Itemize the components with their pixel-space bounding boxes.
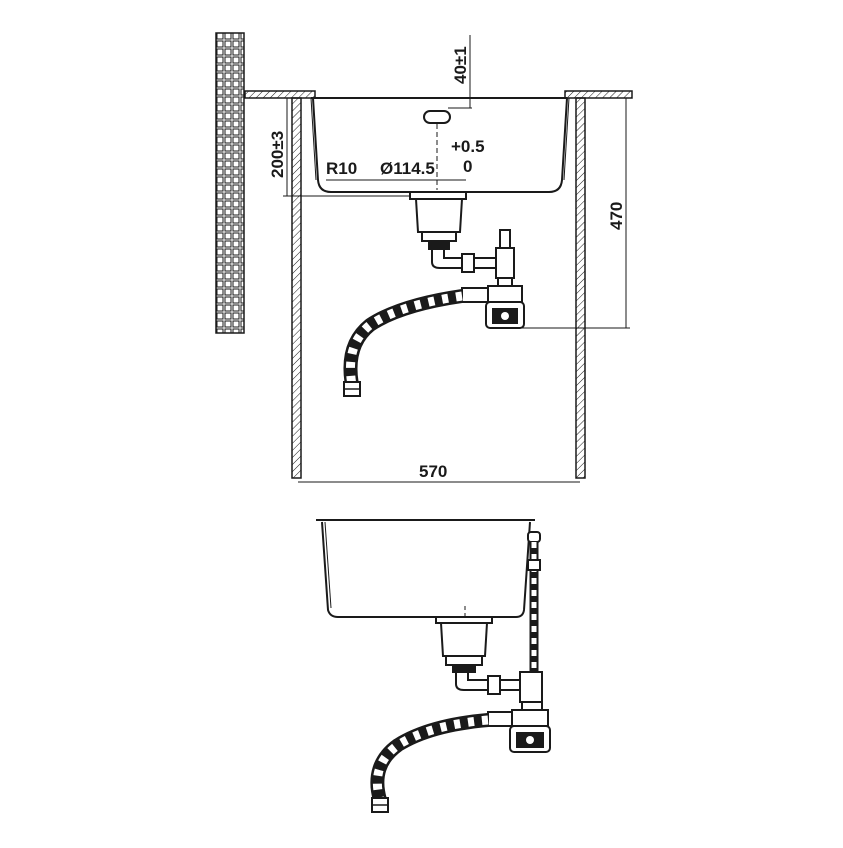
cabinet-height-label: 470 [607, 202, 626, 230]
tolerance-upper-label: +0.5 [451, 137, 485, 156]
overflow-height-dimension: 40±1 [448, 35, 472, 109]
wall [215, 32, 245, 334]
side-flexible-hose [370, 713, 489, 813]
cabinet-width-label: 570 [419, 462, 447, 481]
cabinet-height-dimension: 470 [520, 98, 630, 329]
depth-tolerance: +0.5 0 [436, 124, 485, 190]
drain-basket [409, 191, 467, 250]
radius-diameter-labels: R10 Ø114.5 [326, 159, 466, 181]
overflow-height-label: 40±1 [451, 46, 470, 84]
side-sink-bowl [316, 519, 535, 618]
front-section-view: 40±1 +0.5 0 200±3 R10 Ø114.5 470 [215, 32, 633, 483]
tolerance-lower-label: 0 [463, 157, 472, 176]
bottle-trap [461, 285, 525, 329]
side-drain-basket [435, 606, 493, 673]
side-view [316, 519, 551, 813]
overflow-slot [423, 110, 451, 124]
cabinet-walls [291, 97, 586, 479]
bowl-depth-dimension: 200±3 [268, 98, 410, 197]
side-waste-pipe [455, 671, 543, 711]
side-bottle-trap [487, 709, 551, 753]
corner-radius-label: R10 [326, 159, 357, 178]
cabinet-width-dimension: 570 [298, 462, 580, 483]
flexible-hose [343, 289, 464, 397]
drain-diameter-label: Ø114.5 [380, 159, 435, 178]
waste-pipe [431, 229, 515, 287]
bowl-depth-label: 200±3 [268, 131, 287, 178]
countertop [244, 90, 633, 99]
